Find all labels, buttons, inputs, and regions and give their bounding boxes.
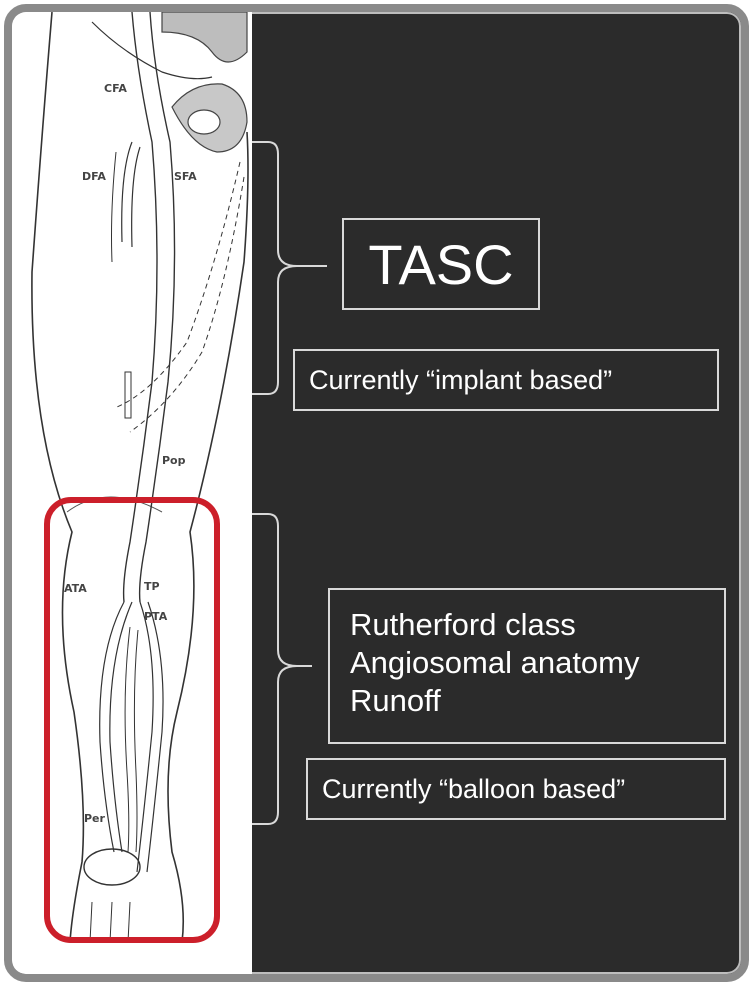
implant-based-note: Currently “implant based” — [293, 349, 719, 411]
criteria-item-runoff: Runoff — [350, 682, 724, 720]
balloon-based-note: Currently “balloon based” — [306, 758, 726, 820]
lower-criteria-box: Rutherford class Angiosomal anatomy Runo… — [328, 588, 726, 744]
brace-connectors — [12, 12, 749, 974]
criteria-item-angiosomal: Angiosomal anatomy — [350, 644, 724, 682]
lower-brace — [252, 514, 312, 824]
slide-frame: CFA DFA SFA Pop ATA TP PTA Per TASC Curr… — [4, 4, 749, 982]
criteria-item-rutherford: Rutherford class — [350, 606, 724, 644]
tasc-label-box: TASC — [342, 218, 540, 310]
